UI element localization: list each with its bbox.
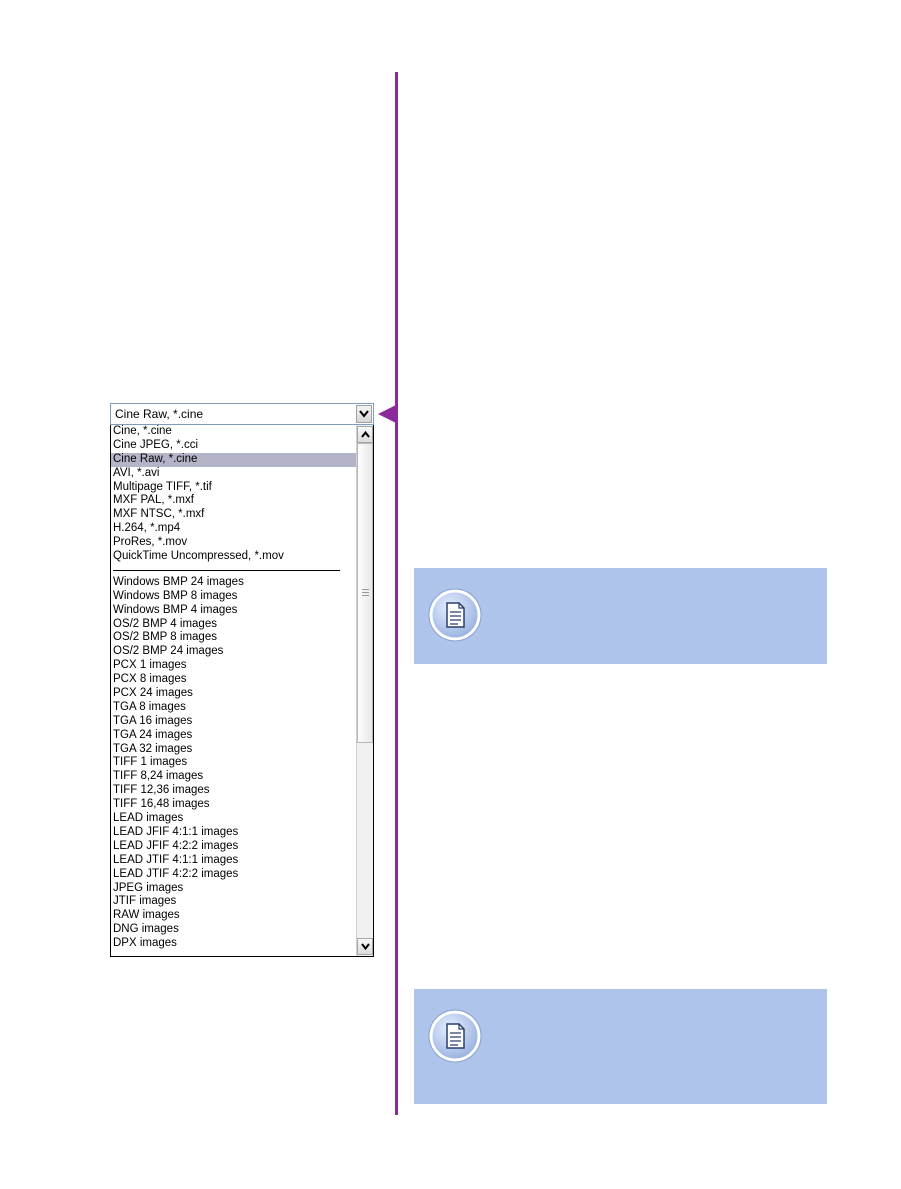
list-item[interactable]: PCX 24 images	[113, 687, 193, 700]
list-item[interactable]: DPX images	[113, 937, 177, 950]
vertical-scrollbar[interactable]	[356, 425, 373, 956]
list-item[interactable]: TIFF 12,36 images	[113, 784, 210, 797]
list-item[interactable]: LEAD JFIF 4:1:1 images	[113, 825, 239, 838]
vertical-divider	[395, 72, 398, 1115]
chevron-up-icon	[360, 431, 370, 438]
combobox-selected-value: Cine Raw, *.cine	[115, 407, 204, 421]
scrollbar-grip	[362, 589, 369, 598]
list-item[interactable]: JTIF images	[113, 895, 177, 908]
chevron-down-icon	[359, 410, 369, 418]
list-item[interactable]: TGA 24 images	[113, 728, 193, 741]
list-item[interactable]: Windows BMP 24 images	[113, 575, 244, 588]
list-item[interactable]: OS/2 BMP 24 images	[113, 645, 224, 658]
list-item[interactable]: PCX 8 images	[113, 673, 187, 686]
list-item[interactable]: OS/2 BMP 4 images	[113, 617, 217, 630]
list-item[interactable]: MXF PAL, *.mxf	[113, 494, 194, 507]
combobox-dropdown-button[interactable]	[356, 405, 372, 423]
note-box	[414, 568, 827, 664]
list-item[interactable]: TIFF 1 images	[113, 756, 188, 769]
list-separator	[113, 569, 340, 571]
list-item[interactable]: H.264, *.mp4	[113, 522, 181, 535]
list-item[interactable]: Cine, *.cine	[113, 425, 172, 437]
list-item[interactable]: JPEG images	[113, 881, 184, 894]
list-item[interactable]: MXF NTSC, *.mxf	[113, 508, 205, 521]
list-item[interactable]: LEAD JTIF 4:2:2 images	[113, 867, 239, 880]
list-item[interactable]: PCX 1 images	[113, 659, 187, 672]
scrollbar-thumb[interactable]	[357, 443, 373, 743]
list-item[interactable]: QuickTime Uncompressed, *.mov	[113, 550, 284, 563]
list-item[interactable]: TGA 8 images	[113, 700, 186, 713]
list-item[interactable]: ProRes, *.mov	[113, 536, 188, 549]
list-item[interactable]: Windows BMP 8 images	[113, 589, 238, 602]
list-item[interactable]: DNG images	[113, 923, 179, 936]
list-item[interactable]: Windows BMP 4 images	[113, 603, 238, 616]
scroll-up-button[interactable]	[357, 426, 373, 443]
document-note-icon	[428, 1009, 482, 1063]
list-item[interactable]: LEAD images	[113, 812, 184, 825]
list-item[interactable]: TGA 32 images	[113, 742, 193, 755]
list-item[interactable]: TIFF 8,24 images	[113, 770, 204, 783]
list-item[interactable]: LEAD JFIF 4:2:2 images	[113, 839, 239, 852]
scroll-down-button[interactable]	[357, 938, 373, 955]
list-item[interactable]: TIFF 16,48 images	[113, 798, 210, 811]
list-item[interactable]: TGA 16 images	[113, 714, 193, 727]
file-format-combobox[interactable]: Cine Raw, *.cine	[110, 403, 374, 425]
chevron-down-icon	[360, 943, 370, 950]
list-item[interactable]: Multipage TIFF, *.tif	[113, 480, 212, 493]
list-item[interactable]: AVI, *.avi	[113, 466, 160, 479]
callout-arrow-icon	[378, 405, 396, 423]
list-item[interactable]: OS/2 BMP 8 images	[113, 631, 217, 644]
list-item[interactable]: RAW images	[113, 909, 180, 922]
list-item[interactable]: Cine Raw, *.cine	[111, 452, 356, 467]
list-item[interactable]: Cine JPEG, *.cci	[113, 438, 198, 451]
note-box	[414, 989, 827, 1104]
list-item[interactable]: LEAD JTIF 4:1:1 images	[113, 853, 239, 866]
document-note-icon	[428, 588, 482, 642]
